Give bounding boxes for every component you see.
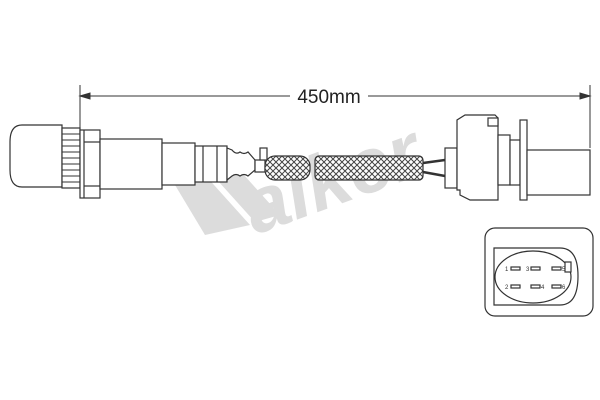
pin-label-4: 4	[541, 285, 545, 291]
oxygen-sensor	[9, 114, 591, 201]
connector-face-view	[484, 227, 594, 317]
dimension-label: 450mm	[297, 87, 360, 108]
dimension-line	[78, 85, 592, 160]
pin-label-3: 3	[526, 267, 530, 273]
pin-label-5: 5	[562, 267, 566, 273]
pin-label-6: 6	[562, 285, 566, 291]
pin-label-1: 1	[505, 267, 509, 273]
pin-label-2: 2	[505, 285, 509, 291]
